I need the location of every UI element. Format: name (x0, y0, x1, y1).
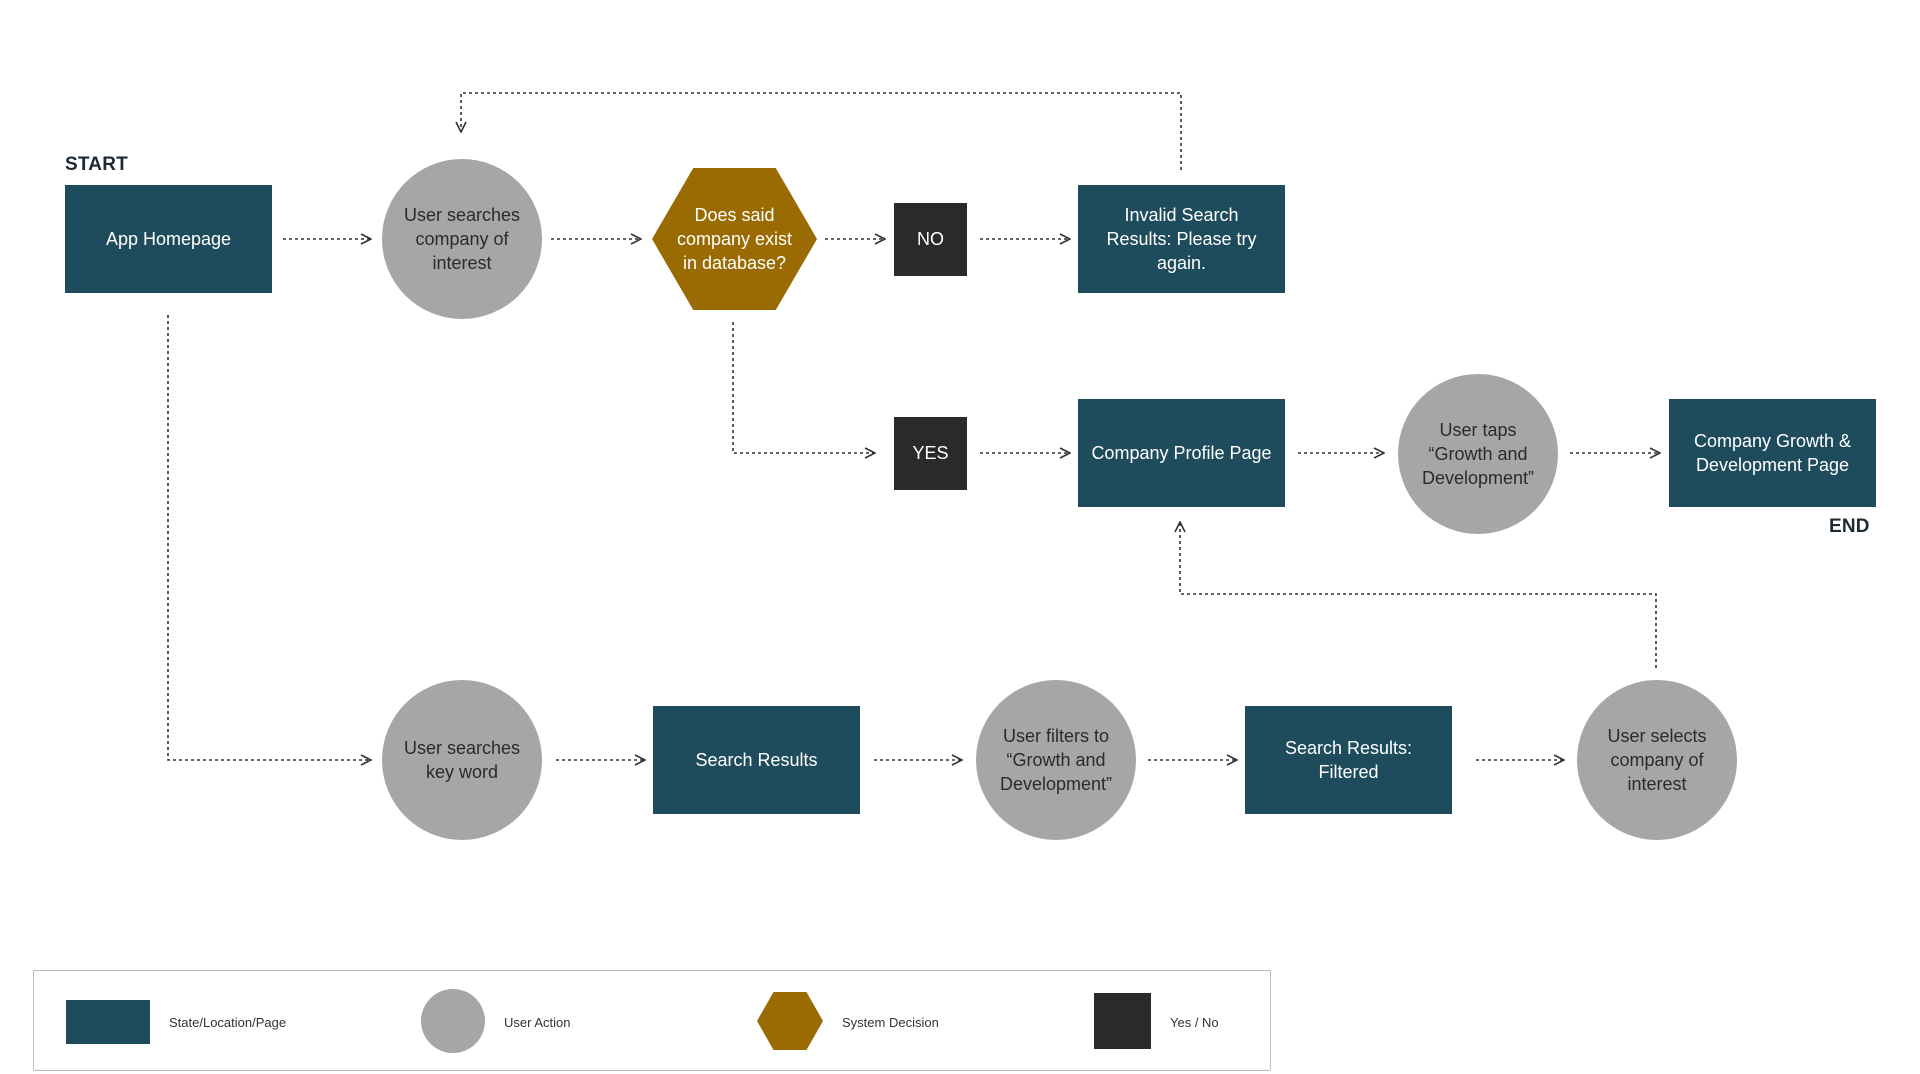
company-profile-page-node: Company Profile Page (1078, 399, 1285, 507)
start-label: START (65, 154, 128, 175)
edge-selects-to-profile (1180, 522, 1657, 668)
invalid-search-node: Invalid Search Results: Please try again… (1078, 185, 1285, 293)
legend-yes-no-label: Yes / No (1170, 1015, 1219, 1030)
legend-state-swatch (66, 1000, 150, 1044)
user-taps-growth-node: User taps “Growth and Development” (1398, 374, 1558, 534)
user-searches-keyword-node: User searches key word (382, 680, 542, 840)
edge-homepage-to-search-keyword (167, 315, 371, 760)
legend-system-decision-label: System Decision (842, 1015, 939, 1030)
company-exists-decision-node: Does said company exist in database? (652, 168, 817, 310)
company-growth-page-node: Company Growth & Development Page (1669, 399, 1876, 507)
edge-decision-to-yes (732, 322, 875, 453)
legend-yes-no-swatch (1094, 993, 1151, 1049)
user-selects-company-node: User selects company of interest (1577, 680, 1737, 840)
yes-node: YES (894, 417, 967, 490)
legend-user-action-label: User Action (504, 1015, 571, 1030)
legend-user-action-swatch (421, 989, 485, 1053)
user-filters-growth-node: User filters to “Growth and Development” (976, 680, 1136, 840)
no-node: NO (894, 203, 967, 276)
app-homepage-node: App Homepage (65, 185, 272, 293)
edge-invalid-to-search-company (461, 92, 1182, 170)
user-searches-company-node: User searches company of interest (382, 159, 542, 319)
search-results-node: Search Results (653, 706, 860, 814)
end-label: END (1829, 516, 1870, 537)
legend (33, 970, 1271, 1071)
decision-label: Does said company exist in database? (676, 205, 793, 273)
search-results-filtered-node: Search Results: Filtered (1245, 706, 1452, 814)
legend-state-label: State/Location/Page (169, 1015, 287, 1030)
